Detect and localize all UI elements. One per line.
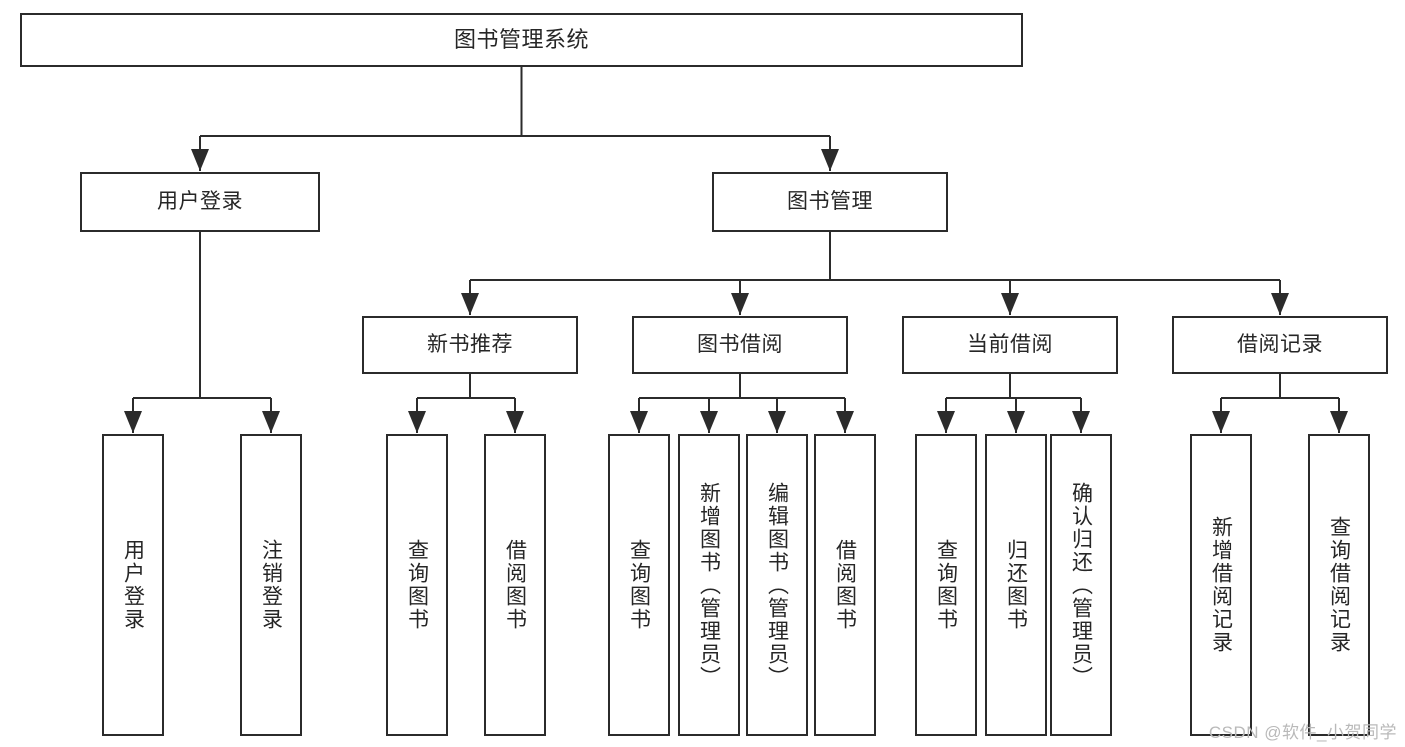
node-label: 借阅记录 xyxy=(1237,332,1323,356)
node-label: 确认归还（管理员） xyxy=(1069,481,1093,689)
node-label: 借阅图书 xyxy=(503,539,527,631)
node-label: 用户登录 xyxy=(121,539,145,631)
node-label: 查询图书 xyxy=(934,539,958,631)
node-label: 查询借阅记录 xyxy=(1327,516,1351,654)
leaf-logout-login[interactable]: 注销登录 xyxy=(240,434,302,736)
node-label: 归还图书 xyxy=(1004,539,1028,631)
node-label: 新增图书（管理员） xyxy=(697,481,721,689)
leaf-confirm-return-admin[interactable]: 确认归还（管理员） xyxy=(1050,434,1112,736)
node-label: 图书管理系统 xyxy=(453,27,589,53)
node-label: 新书推荐 xyxy=(427,332,513,356)
node-user-login[interactable]: 用户登录 xyxy=(80,172,320,232)
node-label: 新增借阅记录 xyxy=(1209,516,1233,654)
node-label: 用户登录 xyxy=(157,189,243,213)
node-label: 图书管理 xyxy=(787,189,873,213)
node-label: 查询图书 xyxy=(405,539,429,631)
node-current-borrowing[interactable]: 当前借阅 xyxy=(902,316,1118,374)
leaf-borrow-book-recommendation[interactable]: 借阅图书 xyxy=(484,434,546,736)
node-label: 借阅图书 xyxy=(833,539,857,631)
leaf-user-login[interactable]: 用户登录 xyxy=(102,434,164,736)
leaf-query-borrow-record[interactable]: 查询借阅记录 xyxy=(1308,434,1370,736)
leaf-borrow-book[interactable]: 借阅图书 xyxy=(814,434,876,736)
leaf-query-book-current[interactable]: 查询图书 xyxy=(915,434,977,736)
leaf-query-book-borrowing[interactable]: 查询图书 xyxy=(608,434,670,736)
node-label: 注销登录 xyxy=(259,539,283,631)
leaf-return-book[interactable]: 归还图书 xyxy=(985,434,1047,736)
node-label: 编辑图书（管理员） xyxy=(765,481,789,689)
node-label: 图书借阅 xyxy=(697,332,783,356)
leaf-query-book-recommendation[interactable]: 查询图书 xyxy=(386,434,448,736)
leaf-add-book-admin[interactable]: 新增图书（管理员） xyxy=(678,434,740,736)
node-borrowing-records[interactable]: 借阅记录 xyxy=(1172,316,1388,374)
node-new-book-recommendation[interactable]: 新书推荐 xyxy=(362,316,578,374)
node-label: 当前借阅 xyxy=(967,332,1053,356)
leaf-add-borrow-record[interactable]: 新增借阅记录 xyxy=(1190,434,1252,736)
node-root-book-management-system[interactable]: 图书管理系统 xyxy=(20,13,1023,67)
node-book-borrowing[interactable]: 图书借阅 xyxy=(632,316,848,374)
node-book-management[interactable]: 图书管理 xyxy=(712,172,948,232)
leaf-edit-book-admin[interactable]: 编辑图书（管理员） xyxy=(746,434,808,736)
node-label: 查询图书 xyxy=(627,539,651,631)
